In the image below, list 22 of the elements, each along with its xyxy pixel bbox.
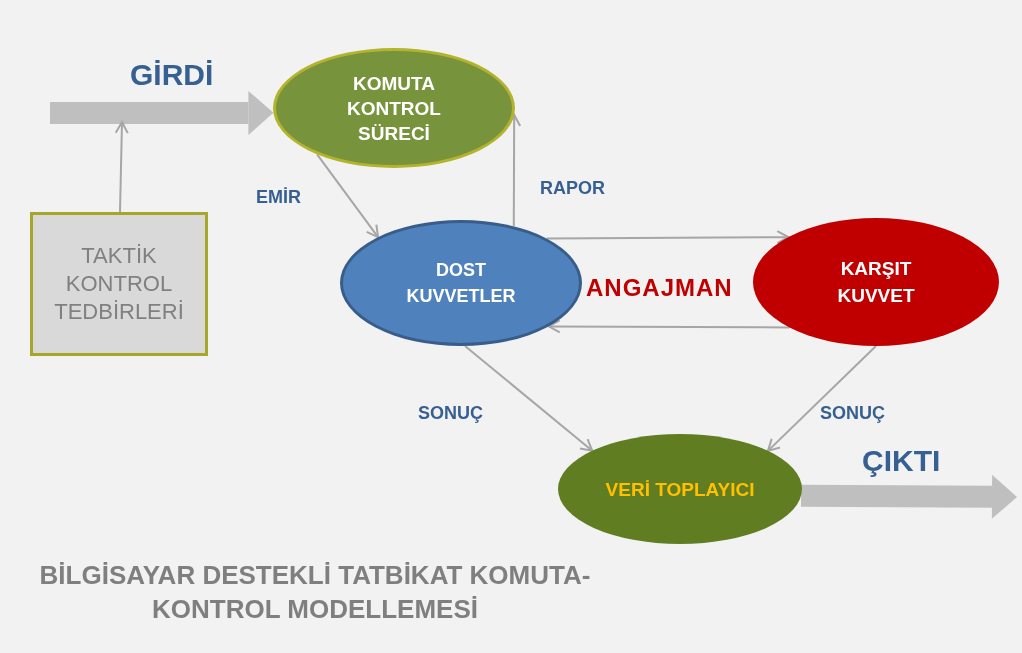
node-label: DOST KUVVETLER [405, 259, 517, 308]
arrow [547, 319, 791, 334]
edge-label: ÇIKTI [862, 443, 941, 479]
edge-label: EMİR [256, 186, 301, 209]
arrow [464, 344, 594, 452]
block-arrow [50, 90, 274, 135]
node-label: KOMUTA KONTROL SÜRECİ [346, 71, 442, 146]
arrow [766, 345, 877, 452]
block-arrow [801, 474, 1017, 519]
node-label: TAKTİK KONTROL TEDBİRLERİ [53, 242, 185, 326]
node-label: KARŞIT KUVVET [836, 257, 916, 308]
edge-label: RAPOR [540, 177, 605, 200]
arrow [316, 153, 380, 239]
edge-label: SONUÇ [418, 402, 483, 425]
caption: BİLGİSAYAR DESTEKLİ TATBİKAT KOMUTA-KONTROL MODELLEMESİ [38, 559, 592, 626]
engagement-label: ANGAJMAN [586, 273, 733, 303]
edge-label: GİRDİ [130, 57, 214, 93]
arrow [545, 230, 790, 245]
edge-label: SONUÇ [820, 402, 885, 425]
process-box [30, 212, 208, 356]
node-label: VERİ TOPLAYICI [605, 477, 755, 502]
arrow [114, 121, 129, 213]
